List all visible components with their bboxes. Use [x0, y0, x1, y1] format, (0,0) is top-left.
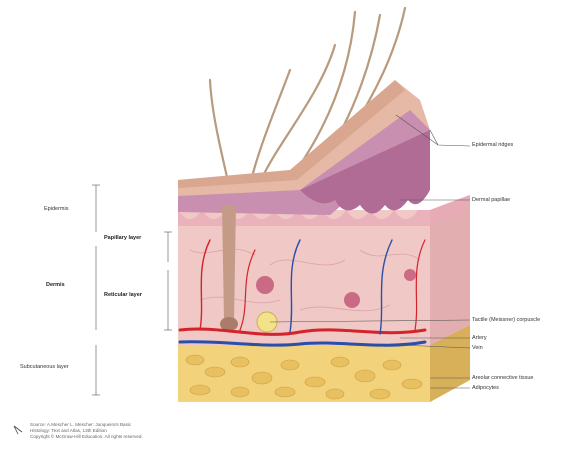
label-epidermis: Epidermis: [44, 206, 68, 213]
label-vein: Vein: [472, 345, 483, 352]
label-subcutaneous-layer: Subcutaneous layer: [20, 364, 69, 371]
label-epidermal-ridges: Epidermal ridges: [472, 142, 513, 149]
epidermis-slab: [178, 80, 430, 215]
label-artery: Artery: [472, 335, 487, 342]
source-credit: Source: A.Mescher L. Mescher: Junqueira'…: [30, 422, 143, 440]
label-adipocytes: Adipocytes: [472, 385, 499, 392]
label-dermis: Dermis: [46, 282, 65, 289]
label-reticular-layer: Reticular layer: [104, 292, 142, 299]
label-areolar-tissue: Areolar connective tissue: [472, 375, 533, 382]
source-line-3: Copyright © McGraw-Hill Education. All r…: [30, 434, 143, 440]
label-papillary-layer: Papillary layer: [104, 235, 141, 242]
label-tactile-corpuscle: Tactile (Meissner) corpuscle: [472, 317, 540, 324]
corner-arrow-icon: [14, 426, 22, 434]
label-dermal-papillae: Dermal papillae: [472, 197, 510, 204]
